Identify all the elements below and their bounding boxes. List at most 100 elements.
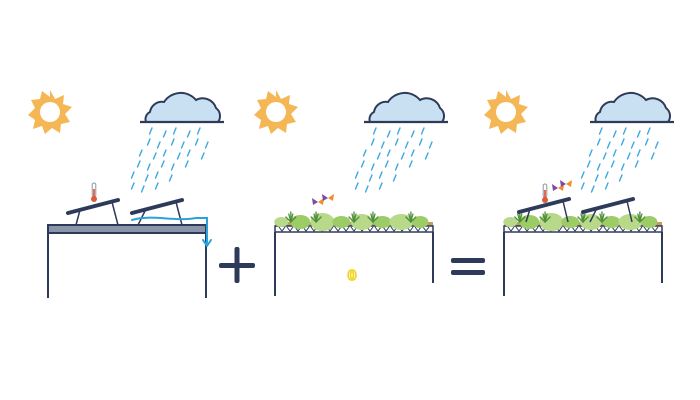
- rain-drop: [604, 171, 609, 179]
- rain-drop: [184, 160, 189, 168]
- rain-drop: [602, 152, 607, 160]
- rain-drop: [394, 138, 399, 146]
- rain-drop: [410, 149, 415, 157]
- rain-drop: [376, 152, 381, 160]
- solar-panel-icon: [66, 198, 184, 226]
- cool-arrow-icon: [281, 187, 351, 208]
- solar-panel-icon: [517, 197, 635, 223]
- rain-drop: [598, 127, 603, 135]
- sun-icon: [28, 90, 72, 134]
- rain-drop: [156, 141, 161, 149]
- rain-drop: [384, 160, 389, 168]
- rain-drop: [172, 127, 177, 135]
- rain-drop: [634, 160, 639, 168]
- rain-drop: [196, 127, 201, 135]
- rain-drop: [612, 149, 617, 157]
- rain-drop: [386, 130, 391, 138]
- rain-drop: [596, 163, 601, 171]
- rain-drop: [618, 174, 623, 182]
- runoff-arrow-icon: [131, 216, 212, 247]
- panel-biosolar-roof: [484, 90, 676, 296]
- butterfly-icon: [312, 194, 334, 205]
- rain-drop: [170, 163, 175, 171]
- rain-drop: [130, 171, 135, 179]
- rain-drop: [144, 174, 149, 182]
- rain-drop: [612, 130, 617, 138]
- rain-drop: [620, 163, 625, 171]
- sun-icon: [254, 90, 298, 134]
- rain-drop: [378, 182, 383, 190]
- rain-drop: [360, 160, 365, 168]
- rain-drop: [186, 149, 191, 157]
- rain-drop: [606, 141, 611, 149]
- rain-drop: [370, 138, 375, 146]
- rain-drop: [394, 163, 399, 171]
- green-roof-energy-label: 0: [347, 269, 356, 284]
- rain-drops: [354, 127, 433, 193]
- rain-drop: [404, 141, 409, 149]
- equals-sign: [451, 258, 485, 275]
- rain-drop: [140, 185, 145, 193]
- rain-drop: [588, 149, 593, 157]
- rain-drop: [594, 174, 599, 182]
- thermometer-icon: [90, 182, 98, 203]
- rain-drop: [136, 160, 141, 168]
- rain-drop: [162, 130, 167, 138]
- rain-drop: [622, 127, 627, 135]
- rain-drop: [654, 141, 659, 149]
- panel-solar-roof: [28, 90, 226, 298]
- rain-drop: [368, 174, 373, 182]
- plus-sign: [219, 247, 255, 283]
- building-green-roof: [274, 222, 434, 296]
- rain-drop: [146, 163, 151, 171]
- rain-drop: [354, 171, 359, 179]
- rain-drop: [364, 185, 369, 193]
- rain-drop: [176, 152, 181, 160]
- rain-drop: [180, 141, 185, 149]
- rain-drop: [596, 138, 601, 146]
- rain-drop: [580, 171, 585, 179]
- rain-drop: [168, 174, 173, 182]
- rain-drop: [392, 174, 397, 182]
- rain-drop: [170, 138, 175, 146]
- rain-drop: [162, 149, 167, 157]
- rain-drop: [646, 127, 651, 135]
- rain-drop: [386, 149, 391, 157]
- rain-drop: [378, 171, 383, 179]
- building-solar-roof: [47, 224, 207, 298]
- rain-drop: [400, 152, 405, 160]
- butterfly-icon: [552, 180, 572, 191]
- rain-drop: [354, 182, 359, 190]
- plants-icon: [274, 211, 429, 231]
- rain-drop: [424, 152, 429, 160]
- rain-drop: [396, 127, 401, 135]
- rain-drop: [410, 130, 415, 138]
- rain-drop: [650, 152, 655, 160]
- rain-drop: [154, 171, 159, 179]
- energy-zero-icon: 0: [347, 238, 357, 285]
- rain-drop: [636, 130, 641, 138]
- rain-drop: [148, 127, 153, 135]
- rain-drop: [636, 149, 641, 157]
- rain-drop: [408, 160, 413, 168]
- rain-drop: [372, 127, 377, 135]
- building-biosolar-roof: [503, 222, 663, 296]
- rain-drop: [138, 149, 143, 157]
- rain-drop: [380, 141, 385, 149]
- rain-drop: [626, 152, 631, 160]
- rain-drop: [580, 182, 585, 190]
- rain-drop: [644, 138, 649, 146]
- rain-drop: [160, 160, 165, 168]
- thermometer-icon: [541, 183, 549, 204]
- sun-icon: [484, 90, 528, 134]
- rain-drops: [130, 127, 209, 193]
- rain-cloud-icon: [580, 91, 676, 193]
- rain-drop: [204, 141, 209, 149]
- rain-drop: [586, 160, 591, 168]
- rain-drop: [610, 160, 615, 168]
- rain-drop: [370, 163, 375, 171]
- rain-drop: [420, 127, 425, 135]
- rain-cloud-icon: [354, 91, 450, 193]
